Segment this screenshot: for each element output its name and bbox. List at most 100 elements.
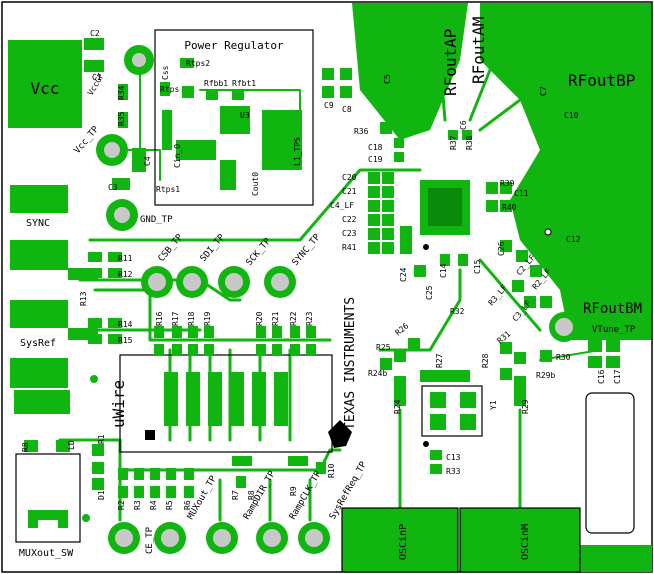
svg-text:C15: C15 <box>473 259 482 274</box>
rfout-ap-label: RFoutAP <box>441 29 460 96</box>
svg-text:R5: R5 <box>165 500 174 510</box>
svg-text:R12: R12 <box>118 270 133 279</box>
svg-text:Rtps1: Rtps1 <box>156 185 180 194</box>
svg-text:C14: C14 <box>439 263 448 278</box>
sync-connector-label: SYNC <box>26 218 50 229</box>
svg-text:C8: C8 <box>342 105 352 114</box>
svg-text:R21: R21 <box>271 311 280 326</box>
vtune-tp-label: VTune_TP <box>592 325 636 335</box>
svg-text:C12: C12 <box>566 235 581 244</box>
muxout-switch-outline <box>15 453 81 543</box>
reference-designators: C2 C1 R34 VccGF R35 C4 C3 Rtps2 Css Rtps… <box>21 29 622 510</box>
power-regulator-title: Power Regulator <box>184 39 284 52</box>
svg-text:U3: U3 <box>240 111 250 120</box>
svg-text:R29b: R29b <box>536 371 555 380</box>
svg-text:Rfbb1: Rfbb1 <box>204 79 228 88</box>
uwire-header-outline <box>119 354 333 453</box>
osc-housing-outline <box>585 392 635 534</box>
svg-text:R17: R17 <box>171 311 180 326</box>
vcc-connector-label: Vcc <box>31 79 60 98</box>
svg-text:R37: R37 <box>449 135 458 150</box>
svg-text:C16: C16 <box>597 369 606 384</box>
ti-logo: TEXAS INSTRUMENTS <box>328 297 358 448</box>
osc-in-m-label: OSCinM <box>520 524 531 560</box>
svg-text:R8: R8 <box>247 490 256 500</box>
svg-text:C11: C11 <box>514 189 529 198</box>
svg-text:C19: C19 <box>368 155 383 164</box>
svg-text:R13: R13 <box>79 291 88 306</box>
svg-text:C21: C21 <box>342 187 357 196</box>
sysref-connector-label: SysRef <box>20 338 56 349</box>
svg-text:C4_LF: C4_LF <box>330 201 354 210</box>
svg-text:R35: R35 <box>117 111 126 126</box>
svg-text:Cin_O: Cin_O <box>173 144 182 168</box>
power-regulator-outline <box>154 29 314 206</box>
svg-text:R24b: R24b <box>368 369 387 378</box>
svg-text:L1_TPS: L1_TPS <box>293 137 302 166</box>
svg-text:C4: C4 <box>143 156 152 166</box>
svg-text:R3: R3 <box>133 500 142 510</box>
svg-text:R19: R19 <box>203 311 212 326</box>
svg-text:R16: R16 <box>155 311 164 326</box>
svg-text:R1: R1 <box>97 434 106 444</box>
svg-text:C20: C20 <box>342 173 357 182</box>
svg-text:C17: C17 <box>613 369 622 384</box>
svg-text:R9: R9 <box>289 486 298 496</box>
svg-text:R8: R8 <box>21 442 30 452</box>
svg-text:R15: R15 <box>118 336 133 345</box>
svg-text:C10: C10 <box>564 111 579 120</box>
svg-text:R28: R28 <box>481 353 490 368</box>
svg-text:D1: D1 <box>97 490 106 500</box>
svg-text:R38: R38 <box>465 135 474 150</box>
svg-text:C26: C26 <box>497 241 506 256</box>
svg-text:Rfbt1: Rfbt1 <box>232 79 256 88</box>
svg-text:R11: R11 <box>118 254 133 263</box>
svg-text:R10: R10 <box>327 463 336 478</box>
svg-text:R34: R34 <box>117 85 126 100</box>
test-points <box>108 266 579 554</box>
svg-text:C13: C13 <box>446 453 461 462</box>
svg-text:Rtps: Rtps <box>160 85 179 94</box>
resistor-pads <box>88 252 326 498</box>
svg-text:C22: C22 <box>342 215 357 224</box>
svg-text:C6: C6 <box>459 120 468 130</box>
svg-text:R23: R23 <box>305 311 314 326</box>
svg-text:C2: C2 <box>90 29 100 38</box>
svg-text:R14: R14 <box>118 320 133 329</box>
svg-text:R41: R41 <box>342 243 357 252</box>
osc-in-p-label: OSCinP <box>398 524 409 560</box>
svg-text:C5: C5 <box>383 74 392 84</box>
svg-text:R30: R30 <box>556 353 571 362</box>
svg-text:C7: C7 <box>539 86 548 96</box>
osc-in-m-outline <box>459 507 581 573</box>
svg-text:C24: C24 <box>399 267 408 282</box>
uwire-label: uWire <box>109 380 128 428</box>
svg-text:R29: R29 <box>521 399 530 414</box>
gnd-tp-label: GND_TP <box>140 215 173 225</box>
svg-text:C18: C18 <box>368 143 383 152</box>
rf-components <box>322 68 620 474</box>
regulator-pads <box>160 58 302 190</box>
vcc-components <box>84 38 154 231</box>
svg-text:R7: R7 <box>231 490 240 500</box>
vias <box>82 228 552 522</box>
svg-text:Y1: Y1 <box>489 400 498 410</box>
svg-text:R6: R6 <box>183 500 192 510</box>
osc-in-p-outline <box>341 507 459 573</box>
ce-tp-label: CE_TP <box>145 526 155 554</box>
svg-text:R32: R32 <box>450 307 465 316</box>
uwire-pin1-marker <box>145 430 155 440</box>
svg-text:C23: C23 <box>342 229 357 238</box>
rfout-am-label: RFoutAM <box>469 17 488 84</box>
svg-text:TEXAS INSTRUMENTS: TEXAS INSTRUMENTS <box>343 297 358 430</box>
svg-text:R2: R2 <box>117 500 126 510</box>
svg-text:R24: R24 <box>393 399 402 414</box>
svg-text:R36: R36 <box>354 127 369 136</box>
svg-text:R4: R4 <box>149 500 158 510</box>
copper-pours <box>8 3 652 572</box>
svg-text:C9: C9 <box>324 101 334 110</box>
svg-text:R27: R27 <box>435 353 444 368</box>
svg-text:C1: C1 <box>92 73 102 82</box>
svg-text:R20: R20 <box>255 311 264 326</box>
